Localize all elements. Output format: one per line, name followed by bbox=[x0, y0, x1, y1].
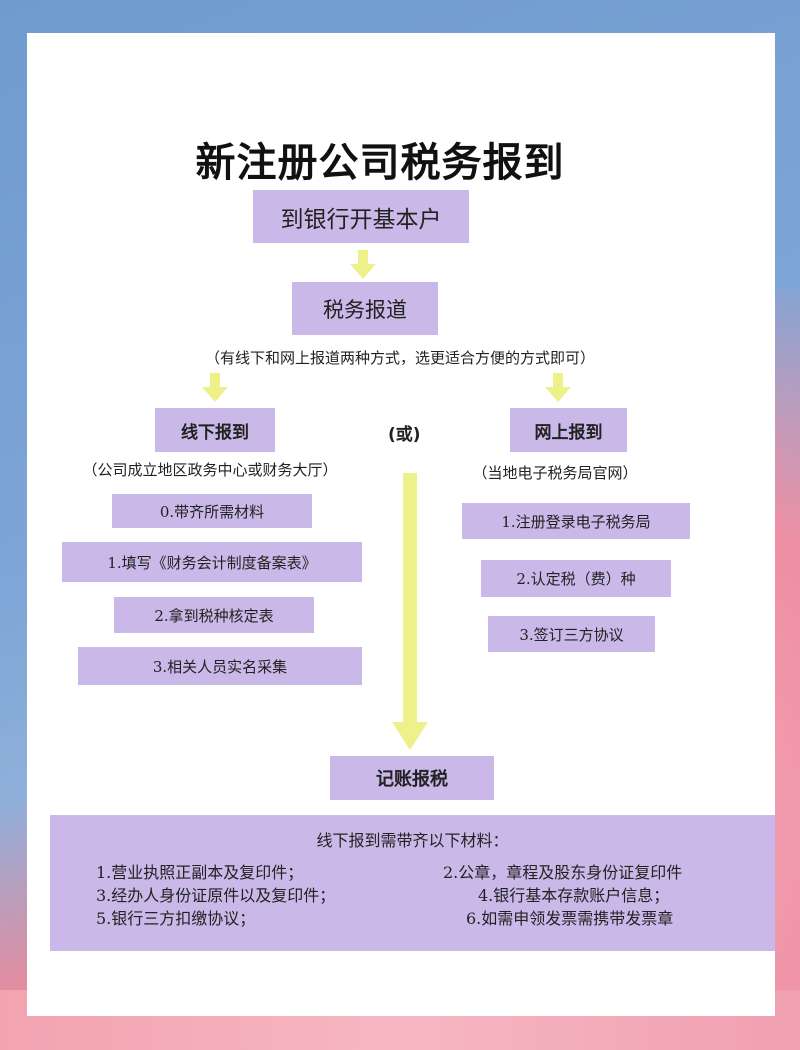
materials-heading: 线下报到需带齐以下材料： bbox=[316, 831, 509, 850]
arrow-tax-to-offline bbox=[202, 373, 228, 402]
online-item-label: 3.签订三方协议 bbox=[519, 625, 624, 644]
offline-registration-label: 线下报到 bbox=[181, 422, 249, 443]
arrow-bank-to-tax bbox=[350, 250, 376, 279]
step-bookkeeping-tax-filing: 记账报税 bbox=[330, 756, 494, 800]
step-bookkeeping-tax-filing-label: 记账报税 bbox=[376, 769, 448, 790]
step-tax-registration: 税务报道 bbox=[292, 282, 438, 335]
step-open-bank-account-label: 到银行开基本户 bbox=[280, 206, 442, 233]
or-label: (或) bbox=[388, 425, 421, 445]
materials-item: 2.公章，章程及股东身份证复印件 bbox=[443, 863, 683, 882]
online-item: 1.注册登录电子税务局 bbox=[462, 503, 690, 539]
offline-item-label: 1.填写《财务会计制度备案表》 bbox=[107, 553, 317, 572]
online-note: （当地电子税务局官网） bbox=[472, 464, 638, 482]
online-item: 2.认定税（费）种 bbox=[481, 560, 671, 597]
online-registration: 网上报到 bbox=[510, 408, 627, 452]
step-open-bank-account: 到银行开基本户 bbox=[253, 190, 469, 243]
materials-item: 6.如需申领发票需携带发票章 bbox=[466, 909, 674, 928]
step-tax-registration-label: 税务报道 bbox=[323, 297, 407, 322]
offline-note: （公司成立地区政务中心或财务大厅） bbox=[82, 461, 338, 479]
arrow-to-final-step bbox=[392, 473, 428, 750]
tax-registration-note: （有线下和网上报道两种方式，选更适合方便的方式即可） bbox=[204, 349, 595, 367]
online-registration-label: 网上报到 bbox=[534, 422, 603, 443]
offline-item-label: 3.相关人员实名采集 bbox=[152, 657, 288, 676]
offline-registration: 线下报到 bbox=[155, 408, 275, 452]
online-item-label: 1.注册登录电子税务局 bbox=[501, 512, 651, 531]
offline-item: 1.填写《财务会计制度备案表》 bbox=[62, 542, 362, 582]
offline-item: 0.带齐所需材料 bbox=[112, 494, 312, 528]
offline-item-label: 2.拿到税种核定表 bbox=[154, 606, 274, 625]
materials-item: 5.银行三方扣缴协议； bbox=[96, 909, 256, 928]
online-item-label: 2.认定税（费）种 bbox=[516, 570, 636, 588]
materials-item: 3.经办人身份证原件以及复印件； bbox=[96, 886, 336, 905]
offline-item: 2.拿到税种核定表 bbox=[114, 597, 314, 633]
materials-panel: 线下报到需带齐以下材料： 1.营业执照正副本及复印件； 2.公章，章程及股东身份… bbox=[50, 815, 775, 951]
offline-item-label: 0.带齐所需材料 bbox=[159, 502, 265, 521]
offline-item: 3.相关人员实名采集 bbox=[78, 647, 362, 685]
poster-title: 新注册公司税务报到 bbox=[195, 140, 565, 186]
arrow-tax-to-online bbox=[545, 373, 571, 402]
materials-item: 1.营业执照正副本及复印件； bbox=[96, 863, 304, 882]
online-item: 3.签订三方协议 bbox=[488, 616, 655, 652]
materials-item: 4.银行基本存款账户信息； bbox=[478, 886, 670, 905]
